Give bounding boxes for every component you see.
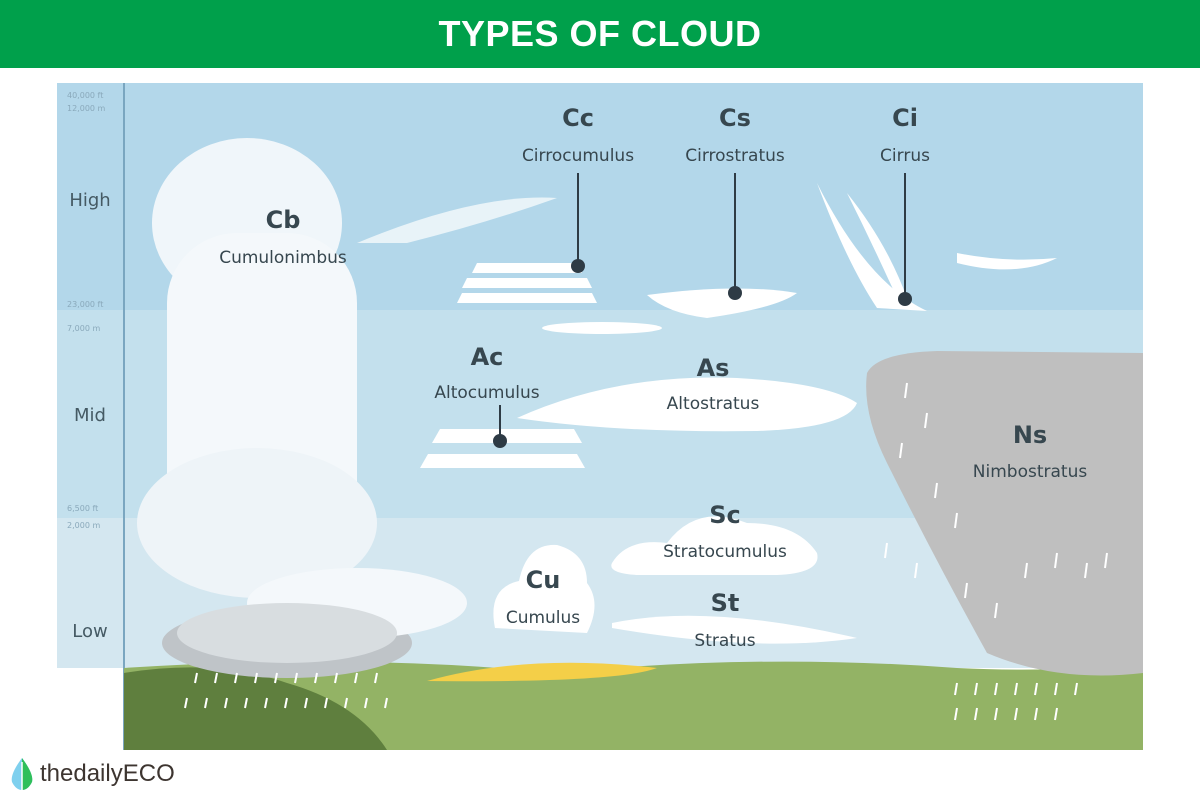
cumulonimbus-cloud [137,138,557,709]
leaf-drop-icon [11,758,33,792]
alt-top-ft: 40,000 ft [67,91,103,100]
cu-abbr: Cu [526,566,561,594]
zone-high: High [69,190,110,211]
st-name: Stratus [694,631,755,651]
sc-abbr: Sc [709,501,741,529]
ci-dot [898,292,912,306]
as-abbr: As [697,354,730,382]
cb-name: Cumulonimbus [219,248,347,268]
alt-high-ft: 23,000 ft [67,300,103,309]
sand-field [427,662,657,682]
cs-name: Cirrostratus [685,146,785,166]
cc-name: Cirrocumulus [522,146,634,166]
cirrus-cloud [817,183,1057,311]
alt-high-m: 7,000 m [67,324,100,333]
alt-mid-ft: 6,500 ft [67,504,98,513]
ground [124,661,1143,750]
stratus-cloud [612,615,857,644]
as-name: Altostratus [667,394,760,414]
ci-abbr: Ci [892,104,918,132]
cu-name: Cumulus [506,608,580,628]
stratocumulus-cloud [611,516,818,575]
brand-name: thedailyECO [40,760,175,787]
cb-abbr: Cb [266,206,301,234]
cirrostratus-cloud [647,288,797,318]
zone-mid: Mid [74,405,106,426]
altocumulus-cloud [420,429,585,468]
ac-name: Altocumulus [434,383,539,403]
cs-abbr: Cs [719,104,751,132]
page-title: TYPES OF CLOUD [438,13,762,54]
ns-abbr: Ns [1013,421,1047,449]
sc-name: Stratocumulus [663,542,787,562]
zone-low: Low [72,621,107,642]
alt-mid-m: 2,000 m [67,521,100,530]
nimbostratus-cloud [866,351,1143,721]
altostratus-cloud [517,377,857,432]
st-abbr: St [711,589,740,617]
cc-abbr: Cc [562,104,594,132]
ns-name: Nimbostratus [973,462,1088,482]
cs-dot [728,286,742,300]
ac-dot [493,434,507,448]
cumulus-cloud [493,544,595,633]
cc-dot [571,259,585,273]
header: TYPES OF CLOUD [0,0,1200,68]
alt-top-m: 12,000 m [67,104,106,113]
ci-name: Cirrus [880,146,930,166]
ac-abbr: Ac [471,343,504,371]
cirrocumulus-cloud [457,263,662,334]
cloud-types-diagram: 40,000 ft 12,000 m High 23,000 ft 7,000 … [57,83,1143,750]
brand-logo: thedailyECO [8,756,175,792]
dark-hill [124,667,387,750]
